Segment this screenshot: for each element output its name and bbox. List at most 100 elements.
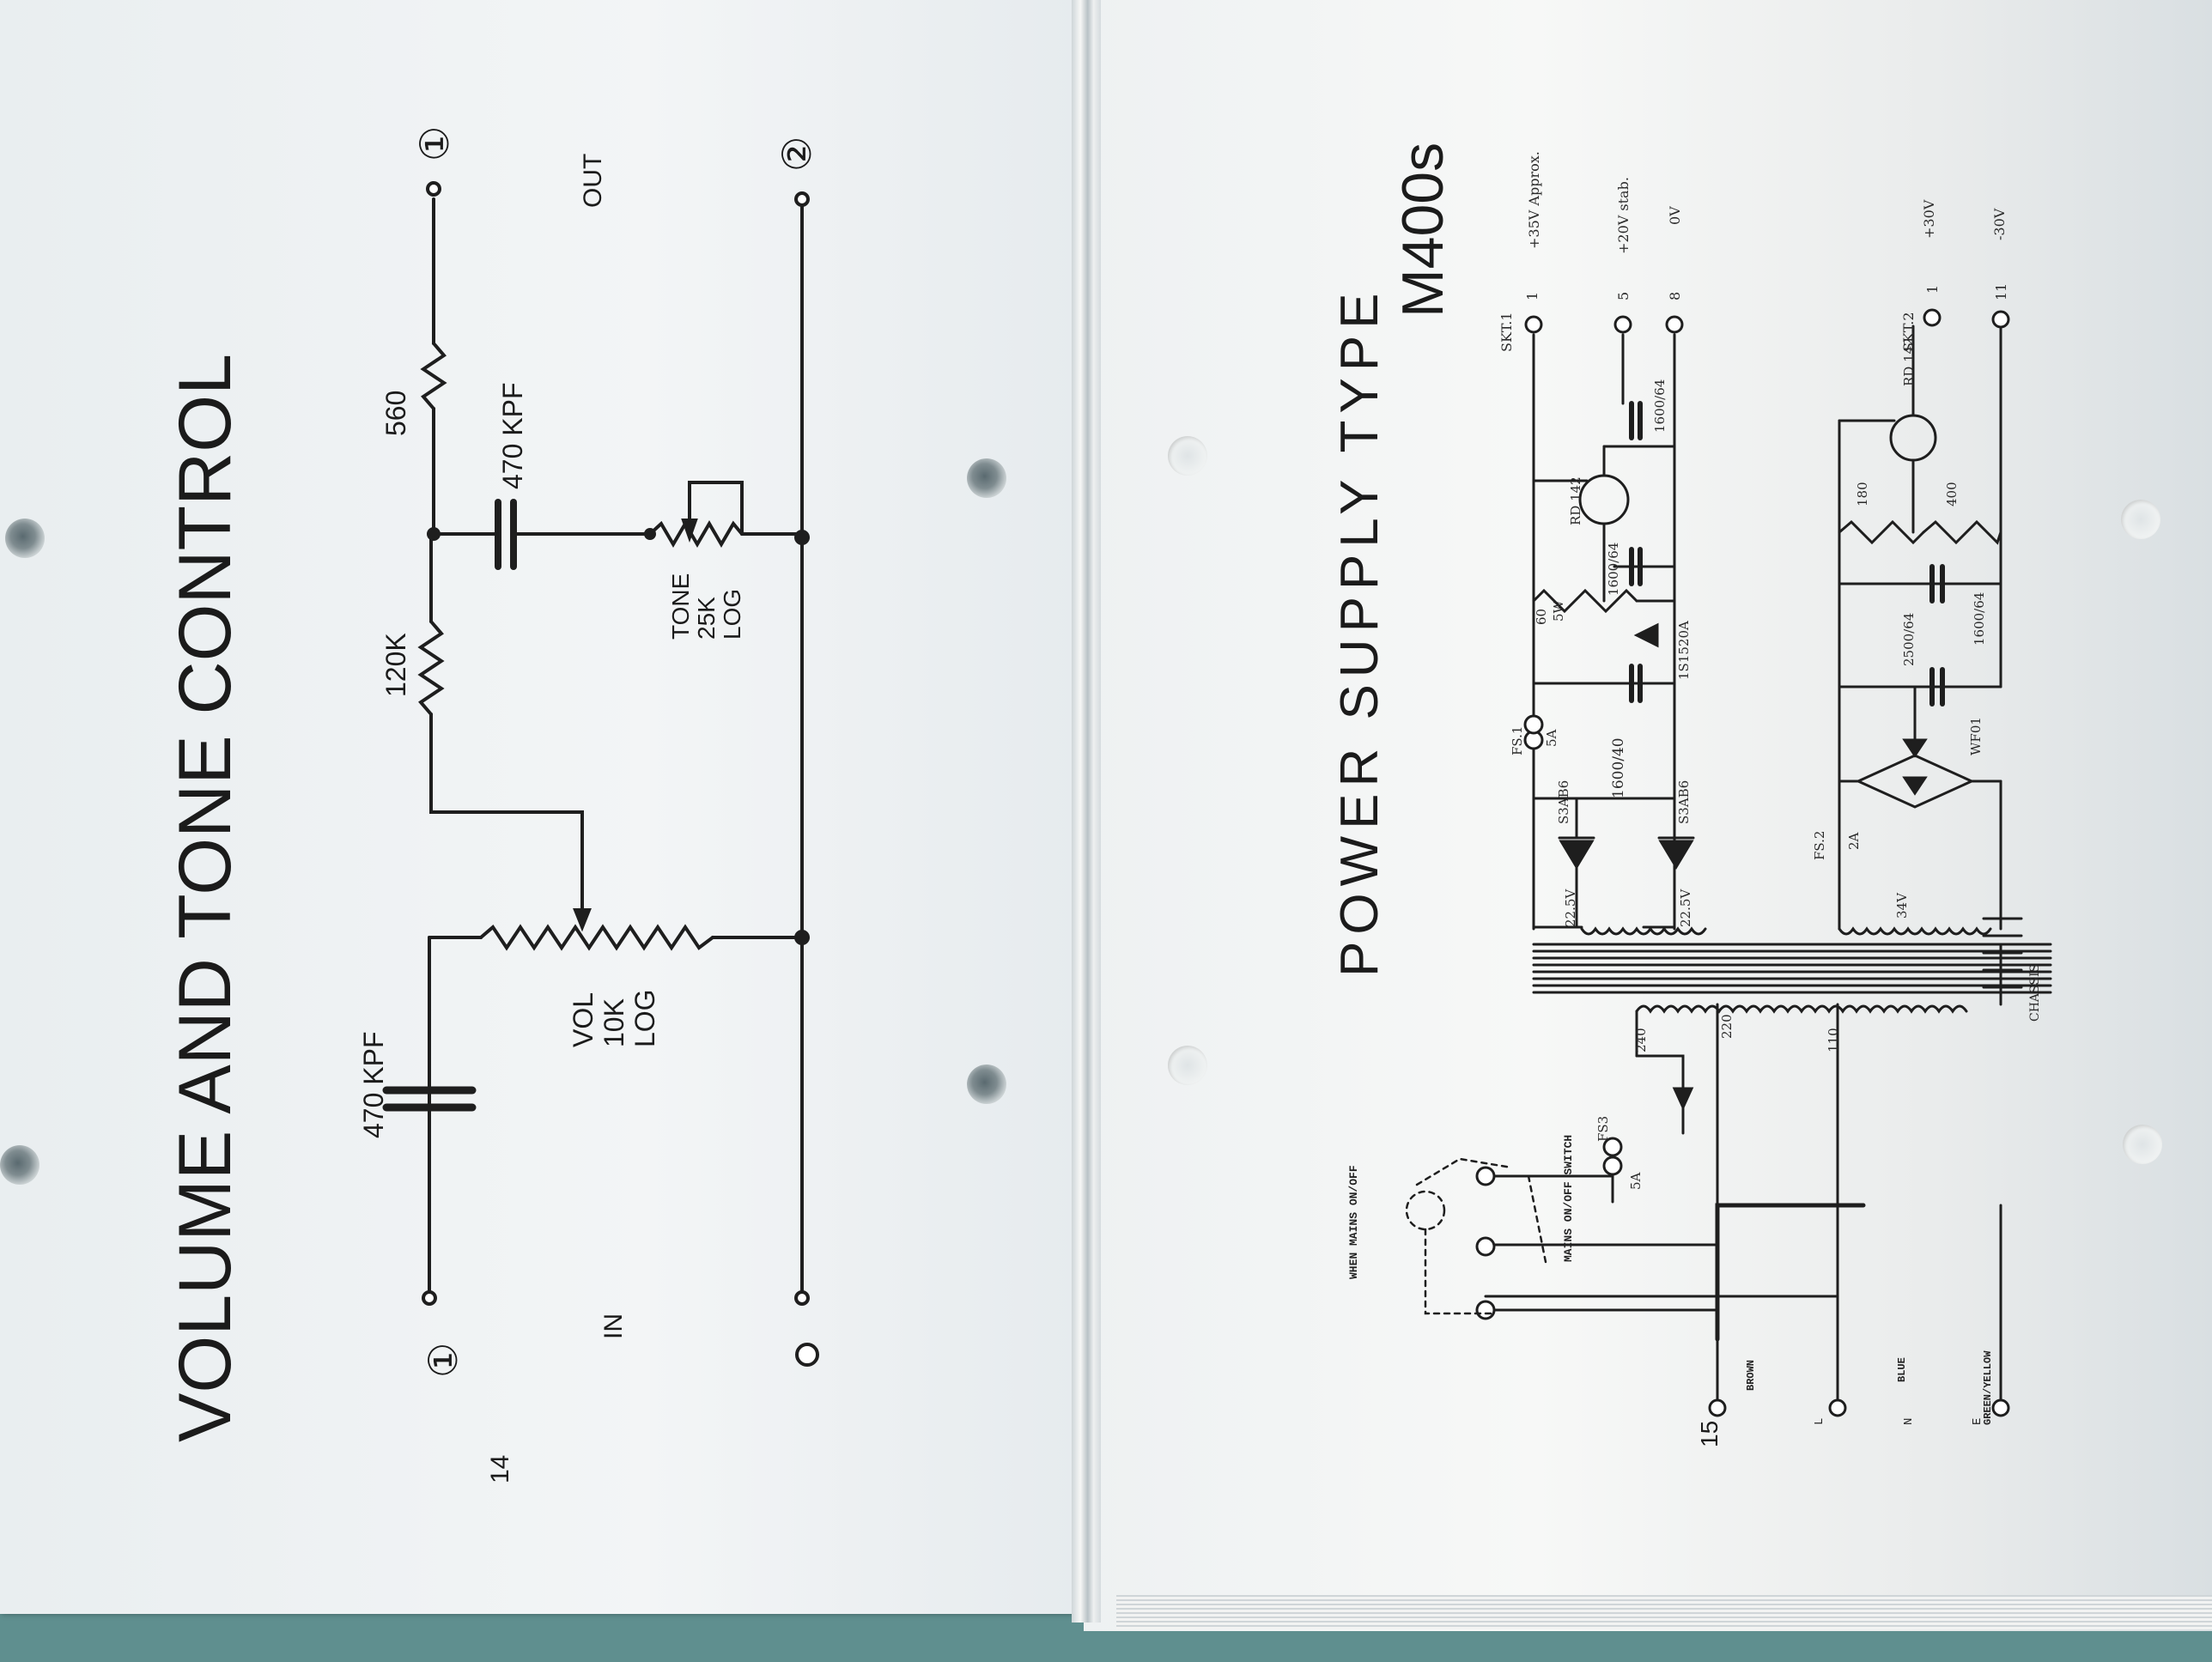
- cap-c-label: 2500/64: [1901, 613, 1917, 666]
- model-label: M400s: [1390, 143, 1455, 318]
- input-terminal-hot: [422, 1290, 437, 1306]
- resistor-120k-label: 120K: [380, 633, 411, 697]
- cap-d-label: 1600/64: [1972, 592, 1987, 646]
- resistor-560: [420, 342, 447, 410]
- volume-wiper-arrow: [573, 908, 592, 932]
- fs2-rating: 2A: [1846, 832, 1862, 850]
- diode-b-label: S3AB6: [1676, 780, 1692, 824]
- skt1-pin1-desc: +35V Approx.: [1526, 151, 1542, 249]
- green-yellow-lead-label: GREEN/YELLOW: [1982, 1350, 1994, 1425]
- tap-110-label: 110: [1826, 1028, 1841, 1052]
- mains-pin-e-label: E: [1971, 1418, 1984, 1425]
- output-terminal-number-1: ①: [412, 126, 457, 161]
- skt1-pin1-number: 1: [1524, 292, 1540, 300]
- diode-s3ab6-b: [1658, 840, 1694, 870]
- output-terminal-1: [426, 181, 441, 197]
- skt1-pin5-number: 5: [1615, 292, 1632, 300]
- left-page-title: VOLUME AND TONE CONTROL: [164, 354, 246, 1442]
- input-terminal-number: ①: [421, 1343, 465, 1378]
- punch-hole: [5, 519, 45, 558]
- input-ground-ring: [795, 1343, 819, 1367]
- resistor-180-label: 180: [1855, 482, 1870, 506]
- mains-switch-label-b: WHEN MAINS ON/OFF: [1347, 1165, 1360, 1279]
- skt2-label: SKT.2: [1900, 312, 1917, 353]
- winding-c-label: 34V: [1894, 892, 1910, 919]
- skt2-pin11-desc: -30V: [1991, 208, 2008, 240]
- fuse-fs3: [1602, 1137, 1623, 1157]
- mains-switch-terminal: [1475, 1236, 1496, 1257]
- brown-lead-label: BROWN: [1745, 1360, 1757, 1391]
- chassis-label: CHASSIS: [2028, 964, 2042, 1022]
- volume-pot-label-2: 10K: [599, 998, 629, 1047]
- tone-cap-label: 470 KPF: [497, 382, 528, 489]
- resistor-60-label: 60: [1534, 609, 1549, 625]
- left-page: [0, 0, 1080, 1614]
- right-page-title: POWER SUPPLY TYPE: [1330, 287, 1389, 977]
- dashed-switch-outline: [1405, 1190, 1446, 1231]
- skt1-pin5-desc: +20V stab.: [1615, 177, 1632, 254]
- resistor-180: [1838, 519, 1925, 545]
- resistor-60: [1532, 588, 1638, 614]
- diode-a-label: S3AB6: [1556, 780, 1571, 824]
- mains-pin-l: [1708, 1398, 1727, 1417]
- diode-s3ab6-a: [1559, 840, 1595, 870]
- volume-pot-label-3: LOG: [629, 989, 660, 1047]
- junction: [794, 530, 810, 545]
- resistor-60-watt: 5W: [1551, 599, 1566, 622]
- tap-220-label: 220: [1719, 1014, 1735, 1039]
- tone-wiper-arrow: [681, 519, 698, 543]
- output-terminal-2: [794, 191, 810, 207]
- left-page-number: 14: [486, 1455, 514, 1483]
- blue-lead-label: BLUE: [1896, 1357, 1908, 1382]
- transistor-rd142-1: [1578, 474, 1630, 525]
- transistor-rd142-2: [1889, 414, 1937, 462]
- skt1-pin-8: [1665, 315, 1684, 334]
- skt1-pin-5: [1613, 315, 1632, 334]
- resistor-560-label: 560: [380, 391, 411, 436]
- skt2-pin-11: [1991, 310, 2010, 329]
- fs1-label: FS.1: [1510, 726, 1525, 755]
- resistor-400-label: 400: [1944, 482, 1960, 506]
- skt1-pin8-number: 8: [1667, 292, 1683, 300]
- skt2-pin1-number: 1: [1924, 285, 1941, 294]
- zener-1s1520a: [1633, 622, 1659, 648]
- primary-winding: [1635, 1004, 1968, 1014]
- resistor-120k: [417, 620, 445, 716]
- volume-wiper: [429, 713, 584, 910]
- mains-switch-label: MAINS ON/OFF SWITCH: [1562, 1135, 1575, 1262]
- input-terminal-ground: [794, 1290, 810, 1306]
- tone-pot-track: [648, 520, 744, 548]
- book-spine: [1072, 0, 1101, 1623]
- punch-hole: [2121, 500, 2160, 539]
- mains-pin-n-label: N: [1902, 1418, 1916, 1425]
- mains-switch-terminal: [1475, 1300, 1496, 1320]
- input-label: IN: [599, 1313, 628, 1339]
- input-cap-label: 470 KPF: [358, 1031, 389, 1138]
- skt1-pin-1: [1524, 315, 1543, 334]
- secondary-winding-b: [1838, 926, 1992, 936]
- bridge-label: WF01: [1968, 717, 1984, 755]
- secondary-winding-a: [1580, 926, 1707, 936]
- tone-pot-label-2: 25K: [693, 597, 720, 640]
- page-edges: [1116, 1595, 2212, 1629]
- mains-lead: [1715, 1203, 1866, 1342]
- skt2-pin1-desc: +30V: [1921, 199, 1937, 239]
- skt2-pin11-number: 11: [1993, 283, 2009, 300]
- tap-240-label: 240: [1633, 1028, 1649, 1052]
- fs3-rating: 5A: [1628, 1172, 1644, 1190]
- right-page: [1084, 0, 2212, 1631]
- tone-pot-label-3: LOG: [719, 589, 745, 640]
- zener-label: 1S1520A: [1676, 621, 1692, 680]
- skt1-pin8-desc: 0V: [1667, 206, 1683, 225]
- skt2-pin-1: [1923, 308, 1942, 327]
- volume-pot-track: [479, 924, 714, 951]
- punch-hole: [2123, 1125, 2162, 1164]
- mains-pin-l-label: L: [1813, 1418, 1826, 1425]
- junction: [794, 930, 810, 945]
- output-terminal-number-2: ②: [775, 136, 819, 172]
- resistor-400: [1922, 519, 2002, 545]
- winding-a-label: 22.5V: [1563, 889, 1578, 927]
- cap-a-label: 1600/64: [1606, 543, 1621, 596]
- cap-b-label: 1600/64: [1652, 379, 1668, 433]
